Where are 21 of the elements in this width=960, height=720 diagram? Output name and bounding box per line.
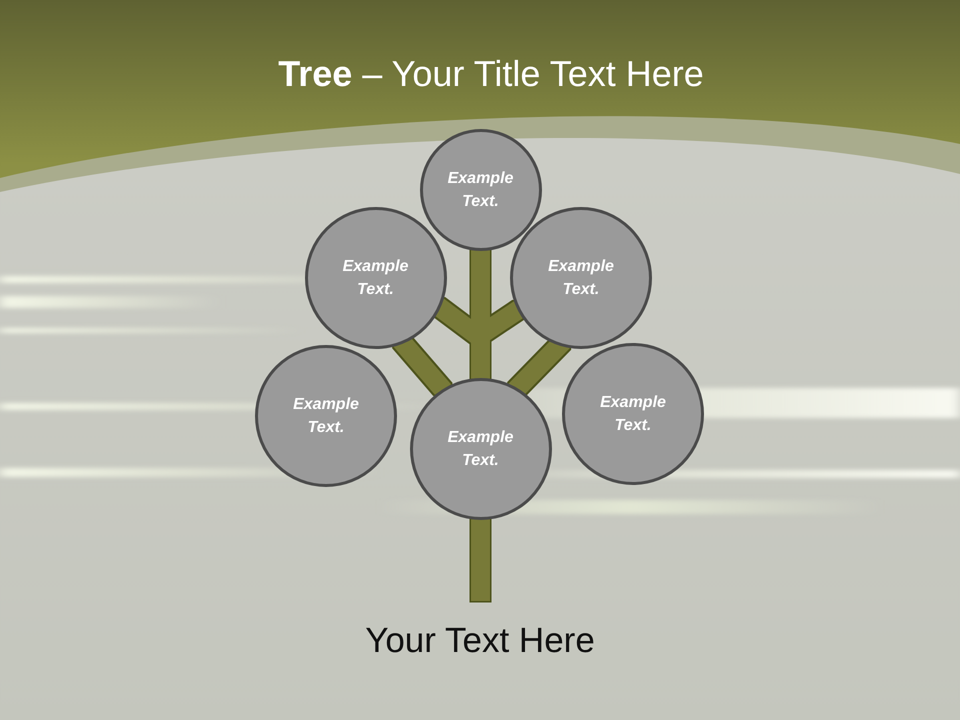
- slide-title: Tree – Your Title Text Here: [278, 53, 704, 95]
- tree-branch: [393, 338, 452, 395]
- node-text: Example Text.: [448, 169, 514, 212]
- node-text: Example Text.: [448, 428, 514, 471]
- node-text: Example Text.: [342, 257, 408, 300]
- tree-branch: [435, 298, 471, 343]
- tree-branch: [490, 301, 523, 340]
- circle-node: [510, 207, 652, 349]
- node-text: Example Text.: [548, 257, 614, 300]
- circle-node: [420, 129, 542, 251]
- node-text: Example Text.: [600, 393, 666, 436]
- circle-node: [255, 344, 397, 486]
- node-text: Example Text.: [293, 394, 359, 438]
- circle-node: [410, 378, 552, 520]
- caption-text: Your Text Here: [365, 621, 595, 661]
- tree-branch: [508, 342, 570, 394]
- circle-node: [304, 207, 446, 349]
- circle-node: [562, 343, 704, 485]
- tree-trunk: [471, 519, 490, 601]
- tree-trunk: [471, 250, 490, 330]
- tree-trunk: [471, 330, 490, 379]
